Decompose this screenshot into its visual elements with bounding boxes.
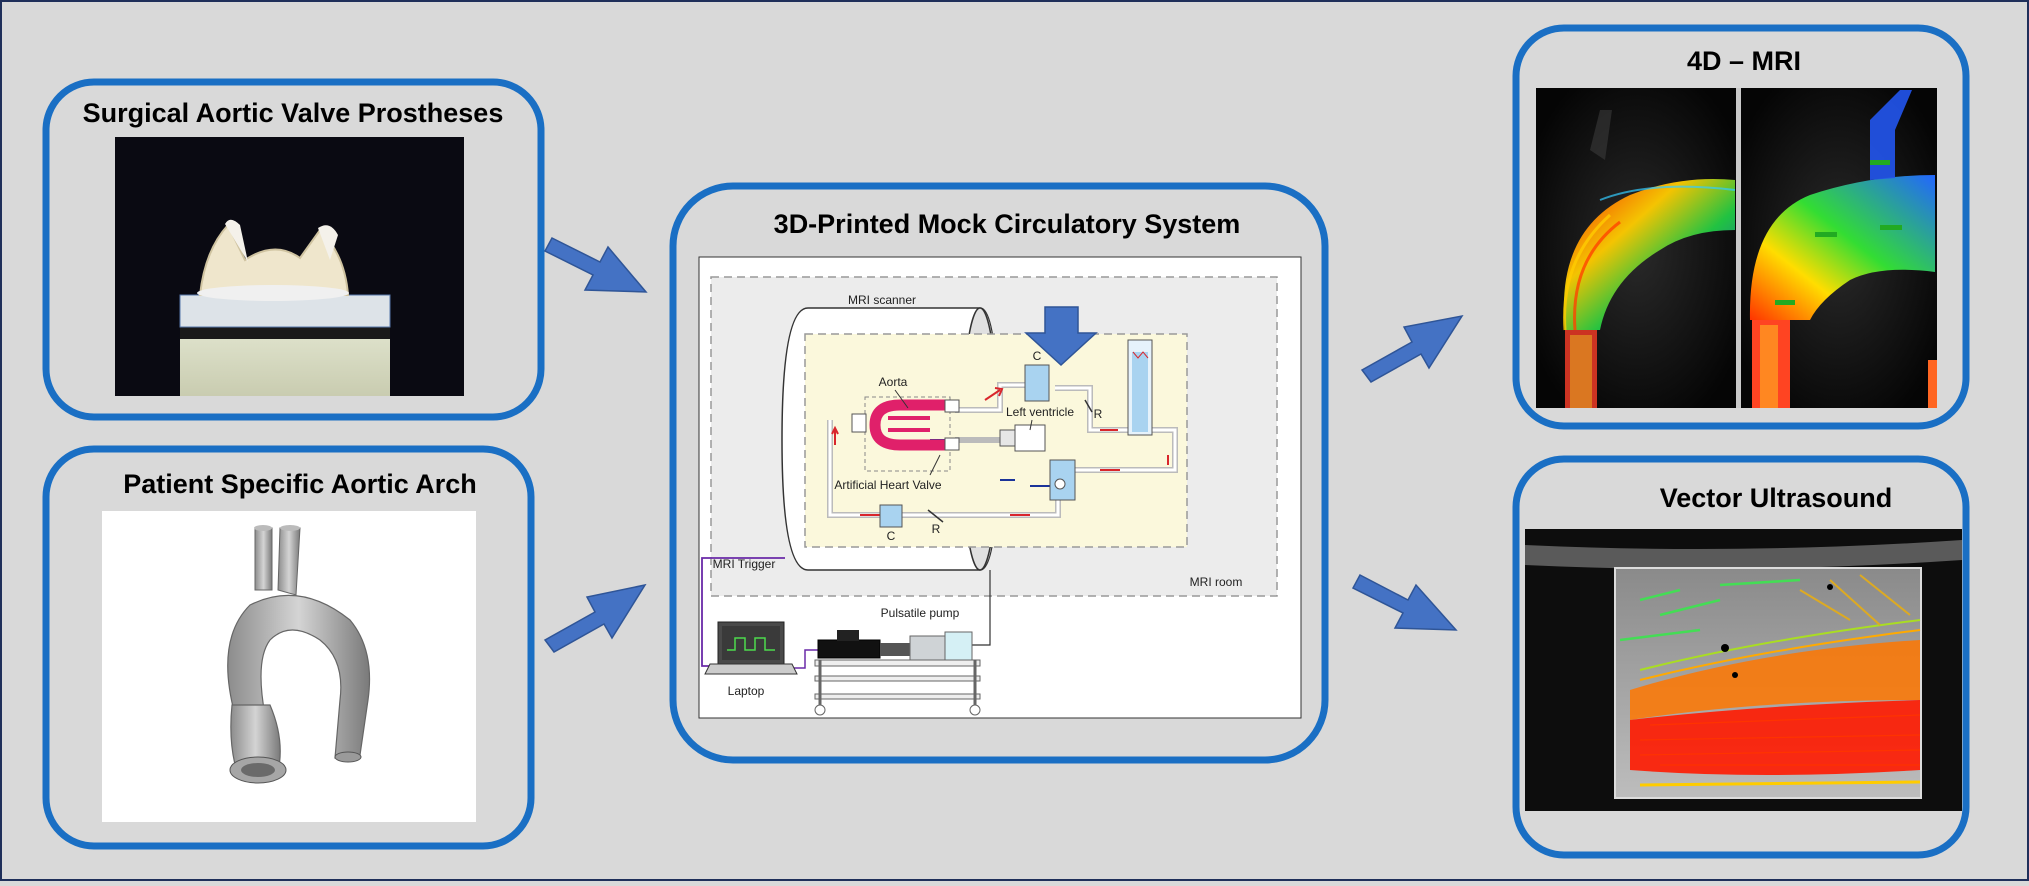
compliance-top-label: C bbox=[1033, 349, 1042, 363]
mock-panel-title: 3D-Printed Mock Circulatory System bbox=[774, 209, 1241, 239]
arrow-valve-to-mock bbox=[543, 237, 648, 293]
mock-panel: 3D-Printed Mock Circulatory System bbox=[669, 182, 1329, 764]
ultrasound-panel-title: Vector Ultrasound bbox=[1660, 483, 1893, 513]
left-ventricle-label: Left ventricle bbox=[1006, 405, 1074, 419]
laptop-icon bbox=[704, 621, 798, 675]
arch-panel: Patient Specific Aortic Arch bbox=[42, 445, 535, 850]
mri-room-label: MRI room bbox=[1190, 575, 1243, 589]
mri-trigger-label: MRI Trigger bbox=[713, 557, 776, 571]
arrow-arch-to-mock bbox=[543, 583, 647, 653]
ultrasound-panel: Vector Ultrasound bbox=[1512, 455, 1970, 859]
mri-image bbox=[1536, 88, 1937, 408]
arrow-mock-to-mri bbox=[1360, 314, 1464, 383]
resistance-bottom-label: R bbox=[932, 522, 941, 536]
resistance-top-label: R bbox=[1094, 407, 1103, 421]
arrow-mock-to-ultrasound bbox=[1351, 573, 1458, 631]
mri-scanner-label: MRI scanner bbox=[848, 293, 916, 307]
valve-panel-title: Surgical Aortic Valve Prostheses bbox=[83, 98, 504, 128]
artificial-heart-valve-label: Artificial Heart Valve bbox=[834, 478, 941, 492]
laptop-label: Laptop bbox=[728, 684, 765, 698]
aorta-label: Aorta bbox=[879, 375, 908, 389]
ultrasound-image bbox=[1525, 529, 1962, 811]
pulsatile-pump-label: Pulsatile pump bbox=[881, 606, 960, 620]
mri-panel-title: 4D – MRI bbox=[1687, 46, 1801, 76]
valve-panel: Surgical Aortic Valve Prostheses bbox=[42, 78, 545, 421]
mri-panel: 4D – MRI bbox=[1512, 24, 1970, 430]
compliance-bottom-label: C bbox=[887, 529, 896, 543]
valve-photo bbox=[115, 137, 464, 396]
mock-schematic: C C R R MRI scanner Aorta Left ventric bbox=[698, 256, 1302, 719]
scanner-arrow bbox=[1024, 306, 1098, 367]
arch-render bbox=[102, 511, 476, 822]
flow-arrows bbox=[543, 237, 1464, 653]
pump-icon bbox=[814, 630, 981, 716]
arch-panel-title: Patient Specific Aortic Arch bbox=[123, 469, 477, 499]
